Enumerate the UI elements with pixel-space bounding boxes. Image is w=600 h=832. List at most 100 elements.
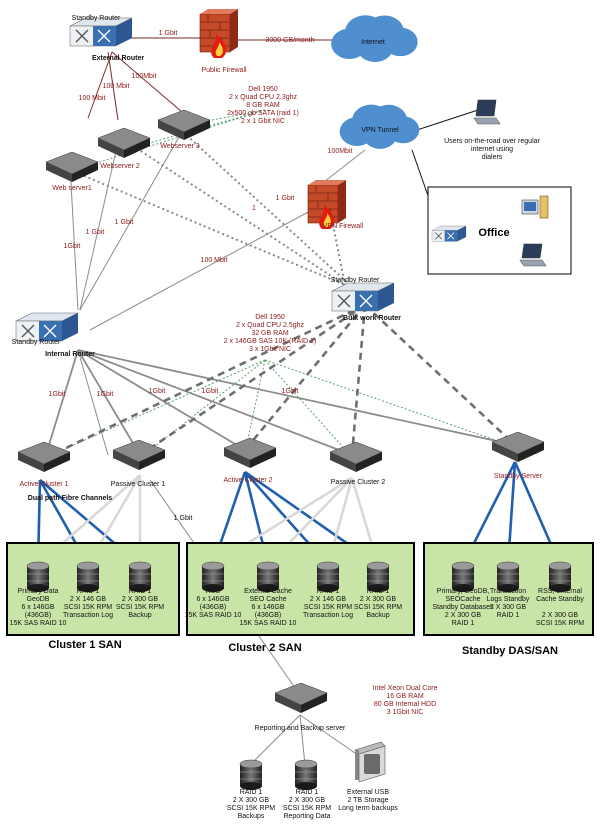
- san2-disk-label: (436GB): [255, 612, 281, 619]
- internal-standby-label: Standby Router: [12, 339, 61, 346]
- san1-disk-label: 6 x 146GB: [21, 604, 54, 611]
- das-disk-label: 2 X 300 GB: [490, 604, 527, 611]
- active-cluster-1-server: [17, 441, 71, 473]
- connection-line: [39, 359, 266, 461]
- connection-line: [364, 304, 516, 446]
- das-disk-label: RAID 1: [452, 620, 475, 627]
- users-on-road-text: Users on-the-road over regular: [444, 138, 540, 145]
- external-standby-label: Standby Router: [72, 15, 121, 22]
- usb-drive-label: Long term backups: [338, 805, 398, 812]
- san1-disk-label: Backup: [128, 612, 151, 619]
- connection-line: [249, 714, 301, 766]
- das-disk-label: Transaction: [490, 588, 526, 595]
- cluster-spec-text: 2 x 146GB SAS 10K (RAID 1): [224, 338, 317, 345]
- webserver-2: [97, 127, 151, 159]
- san1-disk-label: 2 X 300 GB: [122, 596, 159, 603]
- vpn-tunnel-to-firewall: [319, 149, 366, 186]
- connection-line: [77, 349, 353, 456]
- san2-disk-label: 6 x 146GB: [196, 596, 229, 603]
- link-label: 1: [252, 205, 256, 212]
- link-label: 1 Gbit: [86, 229, 105, 236]
- internal-router: [15, 312, 79, 342]
- san2-disk-label: External Cache: [244, 588, 292, 595]
- active-cluster-1-label: Active Cluster 1: [19, 481, 68, 488]
- public-firewall-label: Public Firewall: [201, 67, 247, 74]
- san2-disk-label: 15K SAS RAID 10: [240, 620, 297, 627]
- webserver-3-label: Webserver 3: [160, 143, 200, 150]
- public-firewall: [199, 8, 239, 59]
- webserver-spec-text: 2x500 gb SATA (raid 1): [227, 110, 299, 117]
- fibre-channels-label: Dual path Fibre Channels: [28, 495, 113, 502]
- passive-cluster-2-label: Passive Cluster 2: [331, 479, 386, 486]
- reporting-disk-label: Backups: [238, 813, 265, 820]
- laptop-icon: [519, 243, 547, 267]
- connection-line: [89, 209, 313, 331]
- san1-disk-label: RAID 1: [77, 588, 100, 595]
- san1-disk-label: GeoDB: [27, 596, 50, 603]
- san2-disk-label: (436GB): [200, 604, 226, 611]
- connection-line: [299, 714, 366, 761]
- connection-line: [77, 349, 141, 456]
- connection-line: [77, 349, 109, 456]
- connection-line: [139, 303, 366, 457]
- desktop-computer-icon: [521, 195, 549, 219]
- usb-drive-label: External USB: [347, 789, 389, 796]
- das-disk-label: 2 X 300 GB: [542, 612, 579, 619]
- das-disk-label: Logs Standby: [487, 596, 530, 603]
- connection-line: [107, 51, 119, 121]
- san2-disk-label: SCSI 15K RPM: [304, 604, 352, 611]
- webserver-2-label: Webserver 2: [100, 163, 140, 170]
- reporting-spec-text: 16 GB RAM: [386, 693, 424, 700]
- san1-disk-label: Transaction Log: [63, 612, 113, 619]
- bulkwork-standby-label: Standby Router: [331, 277, 380, 284]
- san2-disk-label: RAID 1: [367, 588, 390, 595]
- connection-line: [243, 304, 367, 451]
- reporting-disk-1: [239, 759, 263, 791]
- connection-line: [79, 141, 119, 311]
- bulkwork-router: [331, 282, 395, 312]
- das-disk-label: RAID 1: [497, 612, 520, 619]
- san1-disk-label: 15K SAS RAID 10: [10, 620, 67, 627]
- connection-line: [69, 164, 79, 311]
- link-label: 1Gbit: [149, 388, 166, 395]
- link-label: 100 Mbit: [79, 95, 106, 102]
- connection-line: [264, 359, 519, 449]
- connection-line: [77, 349, 246, 451]
- vpn-tunnel-cloud: [339, 104, 420, 149]
- cluster-spec-text: 3 x 1Gbit NIC: [249, 346, 291, 353]
- reporting-disk-label: SCSI 15K RPM: [283, 805, 331, 812]
- internet-cloud: [331, 15, 418, 63]
- reporting-disk-label: RAID 1: [240, 789, 263, 796]
- san2-disk-label: 2 X 146 GB: [310, 596, 347, 603]
- link-label: 1Gbit: [202, 388, 219, 395]
- webserver-spec-text: 2 x Quad CPU 2.3ghz: [229, 94, 298, 101]
- link-label: 1Gbit: [49, 391, 66, 398]
- cluster1-san-title: Cluster 1 SAN: [48, 639, 121, 651]
- connection-line: [69, 169, 346, 286]
- san2-disk-label: RAID 1: [317, 588, 340, 595]
- connection-line: [299, 714, 306, 766]
- webserver-spec-text: Dell 1950: [248, 86, 278, 93]
- connection-line: [123, 139, 346, 286]
- office-label: Office: [478, 227, 509, 239]
- usb-drive-label: 2 TB Storage: [347, 797, 388, 804]
- active-cluster-2-label: Active Cluster 2: [223, 477, 272, 484]
- san1-disk-label: (436GB): [25, 612, 51, 619]
- users-on-road-text: internet using: [471, 146, 513, 153]
- das-disk-label: RSS, External: [538, 588, 582, 595]
- cluster-spec-text: 2 x Quad CPU 2.5ghz: [236, 322, 305, 329]
- webserver-3: [157, 109, 211, 141]
- reporting-backup-server: [274, 682, 328, 714]
- connection-line: [184, 109, 266, 126]
- link-label: 1 Gbit: [174, 515, 193, 522]
- link-label: 1Gbit: [97, 391, 114, 398]
- internet-label: Internet: [361, 39, 385, 46]
- san2-disk-label: RSS: [206, 588, 221, 595]
- webserver-1-label: Web server1: [52, 185, 92, 192]
- link-label: 100 Mbit: [103, 83, 130, 90]
- standby-das-title: Standby DAS/SAN: [462, 645, 558, 657]
- san2-disk-label: 6 x 146GB: [251, 604, 284, 611]
- san2-disk-label: 2 X 300 GB: [360, 596, 397, 603]
- bulkwork-router-label: Bulk work Router: [343, 315, 401, 322]
